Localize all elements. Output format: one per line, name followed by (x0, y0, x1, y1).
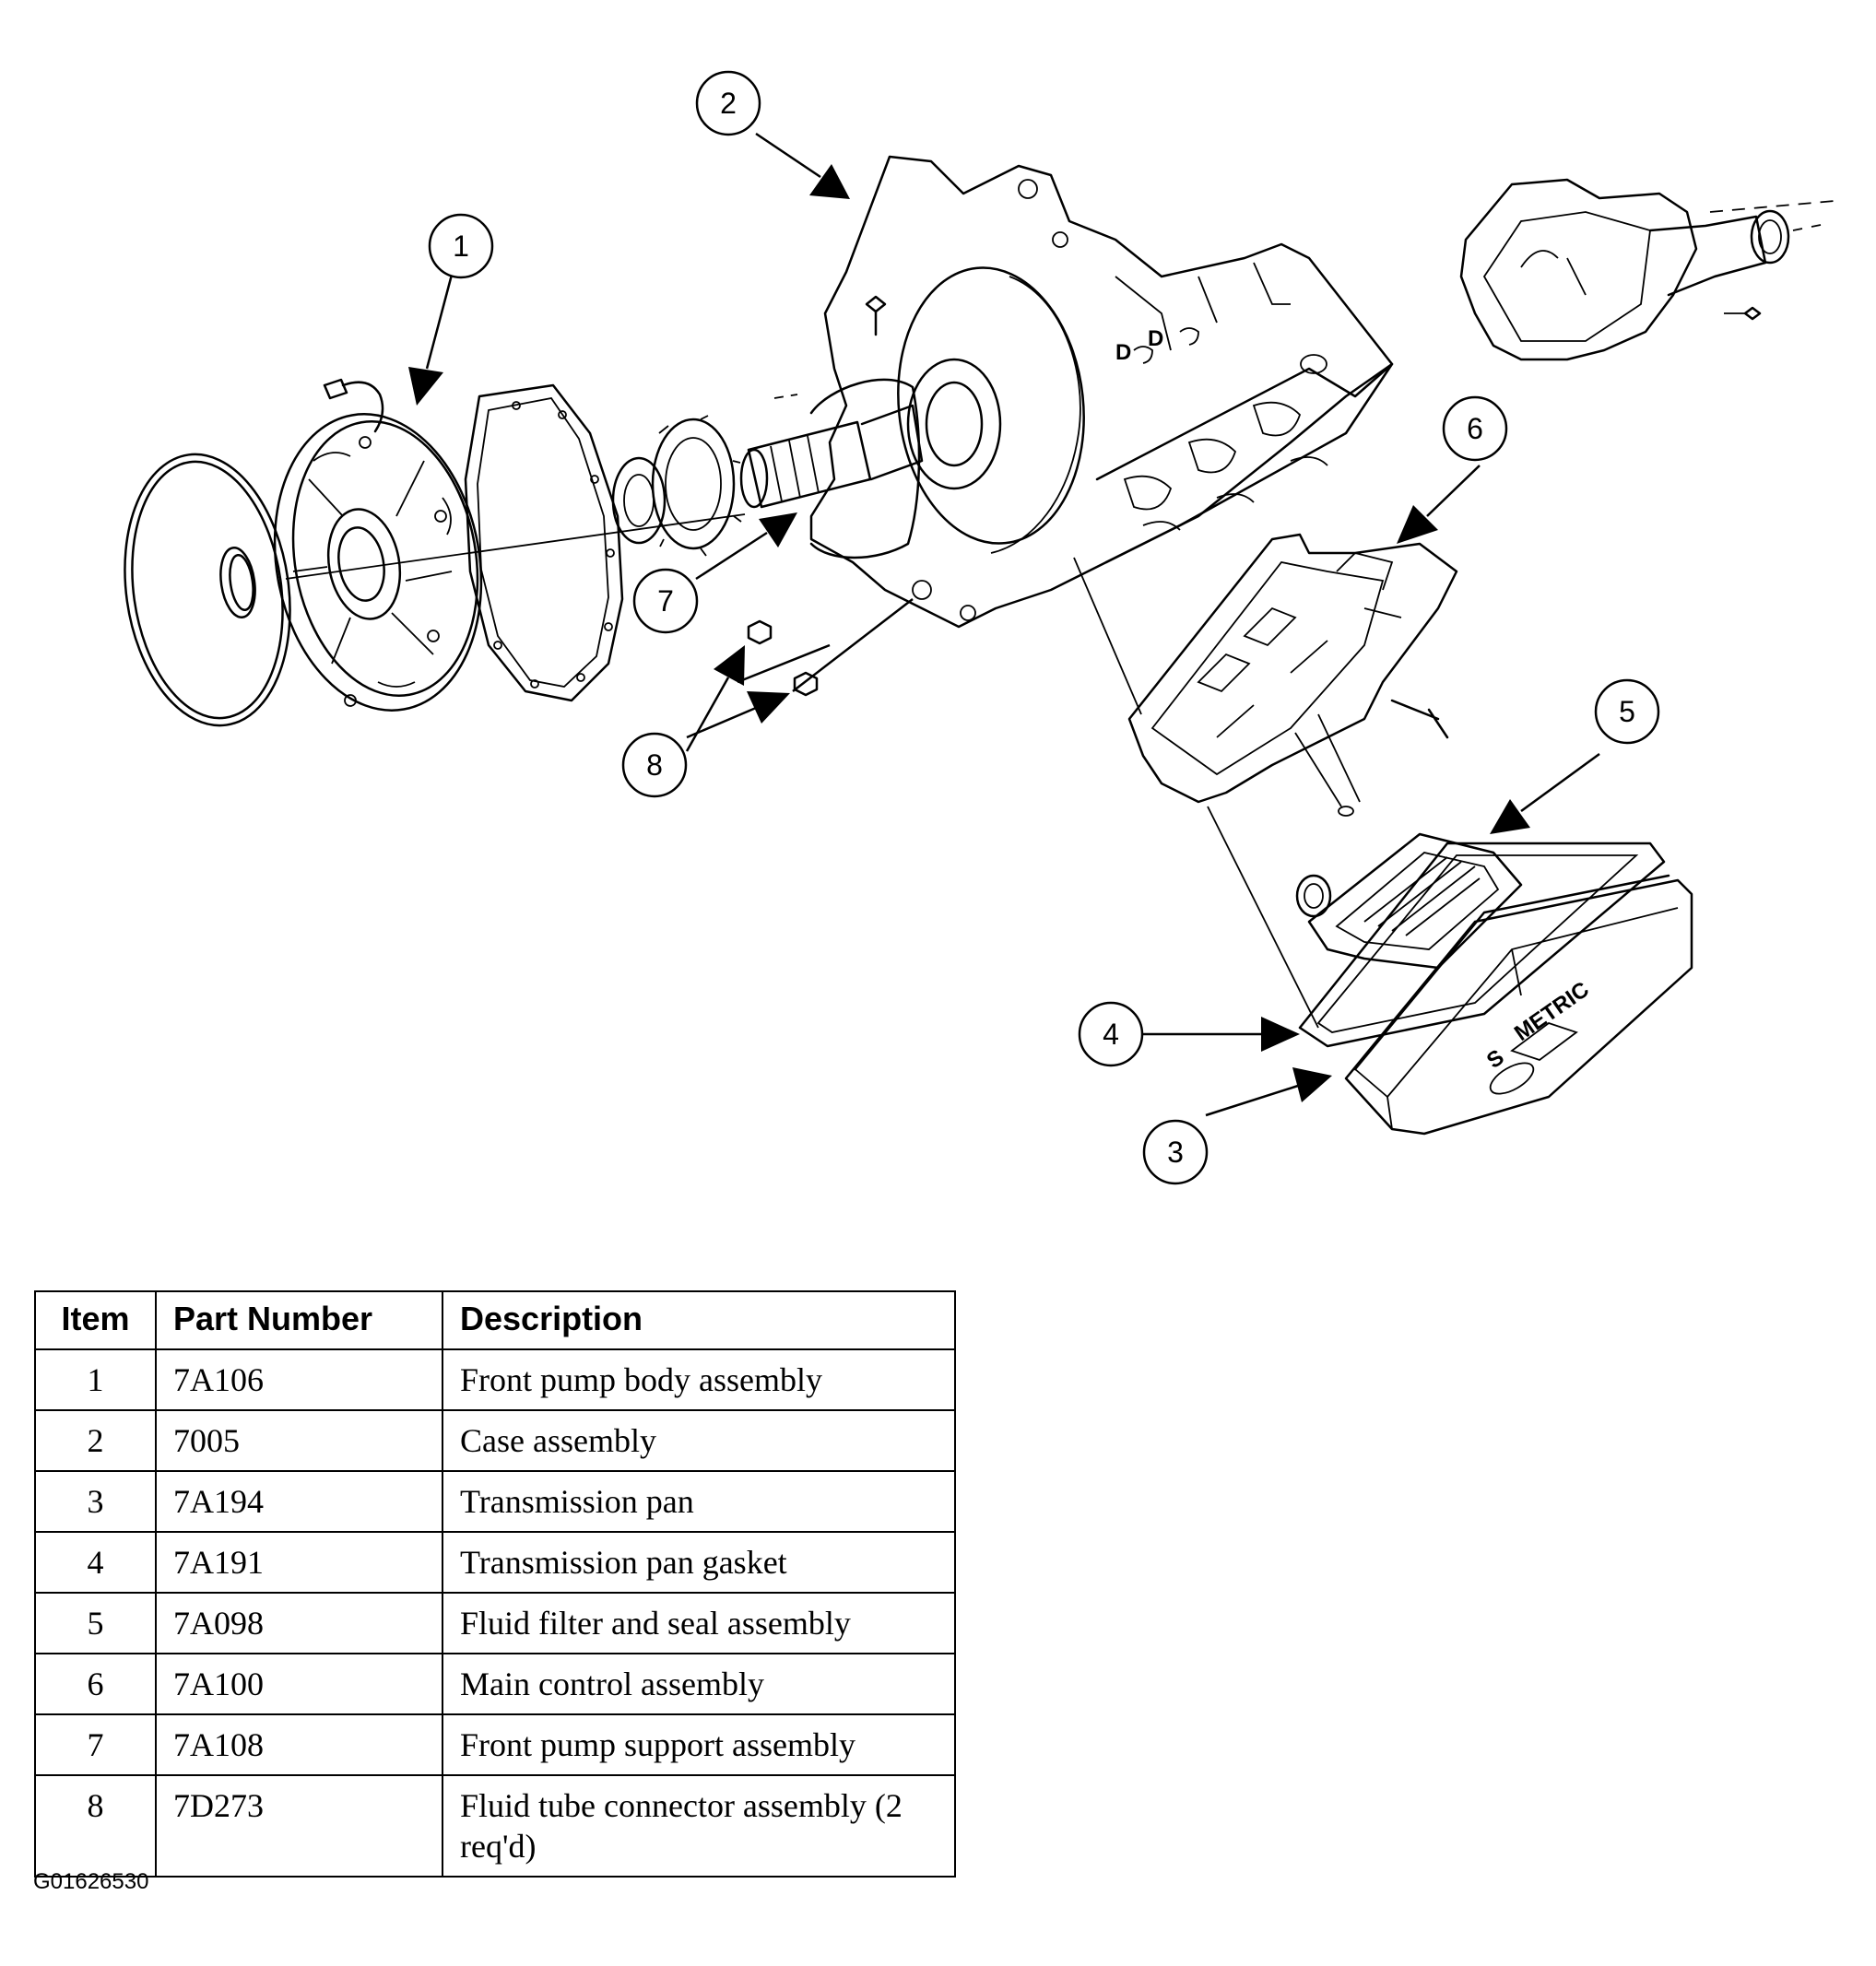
header-description: Description (442, 1290, 956, 1350)
callout-8: 8 (621, 732, 688, 798)
cell-item: 8 (34, 1774, 157, 1878)
cell-description: Case assembly (442, 1409, 956, 1472)
header-item: Item (34, 1290, 157, 1350)
cell-item: 1 (34, 1348, 157, 1411)
cell-description: Transmission pan gasket (442, 1531, 956, 1594)
front-pump-body (273, 413, 483, 712)
table-header-row: Item Part Number Description (34, 1290, 956, 1350)
callout-5: 5 (1594, 678, 1660, 745)
callout-1-label: 1 (453, 230, 469, 263)
cell-part-number: 7A191 (155, 1531, 443, 1594)
cell-description: Main control assembly (442, 1653, 956, 1715)
callout-3: 3 (1142, 1119, 1209, 1185)
svg-text:D: D (1148, 326, 1163, 351)
cell-item: 4 (34, 1531, 157, 1594)
table-row: 8 7D273 Fluid tube connector assembly (2… (34, 1774, 956, 1878)
cell-item: 5 (34, 1592, 157, 1654)
extension-housing (1459, 178, 1822, 361)
callout-7-label: 7 (657, 584, 674, 618)
callout-6: 6 (1442, 395, 1508, 462)
cell-item: 6 (34, 1653, 157, 1715)
cell-part-number: 7A108 (155, 1713, 443, 1776)
front-pump-support (739, 358, 1002, 559)
cell-part-number: 7A098 (155, 1592, 443, 1654)
pump-bolt (323, 378, 384, 433)
cell-description: Fluid tube connector assembly (2 req'd) (442, 1774, 956, 1878)
cell-part-number: 7A100 (155, 1653, 443, 1715)
cell-part-number: 7A106 (155, 1348, 443, 1411)
table-row: 7 7A108 Front pump support assembly (34, 1713, 956, 1776)
table-row: 1 7A106 Front pump body assembly (34, 1348, 956, 1411)
table-row: 5 7A098 Fluid filter and seal assembly (34, 1592, 956, 1654)
pump-gasket (464, 383, 624, 702)
cell-description: Fluid filter and seal assembly (442, 1592, 956, 1654)
case-bolt (865, 295, 887, 336)
cell-description: Transmission pan (442, 1470, 956, 1533)
callout-3-label: 3 (1167, 1136, 1184, 1169)
pan-gasket (1298, 842, 1666, 1048)
callout-7: 7 (632, 568, 699, 634)
parts-illustration: D D (124, 155, 1835, 1136)
main-control-assembly (1127, 533, 1458, 817)
callout-2-label: 2 (720, 87, 737, 120)
transmission-case: D D (809, 155, 1394, 629)
figure-code: G01626530 (33, 1869, 149, 1894)
cell-description: Front pump support assembly (442, 1713, 956, 1776)
callout-4-label: 4 (1103, 1018, 1119, 1051)
transmission-pan: METRIC S (1344, 874, 1693, 1136)
callout-5-label: 5 (1619, 695, 1635, 728)
table-row: 2 7005 Case assembly (34, 1409, 956, 1472)
o-ring-seal (124, 453, 291, 727)
pump-gears (611, 415, 742, 557)
table-row: 3 7A194 Transmission pan (34, 1470, 956, 1533)
cell-part-number: 7D273 (155, 1774, 443, 1878)
fluid-filter (1295, 832, 1523, 970)
cell-part-number: 7A194 (155, 1470, 443, 1533)
callout-8-label: 8 (646, 748, 663, 782)
assembly-centerlines (285, 200, 1835, 1029)
pan-embossing-metric: METRIC (1510, 977, 1594, 1046)
callout-4: 4 (1078, 1001, 1144, 1067)
leader-lines (408, 132, 1600, 1117)
callout-6-label: 6 (1467, 412, 1483, 445)
table-row: 6 7A100 Main control assembly (34, 1653, 956, 1715)
exploded-view-diagram: D D (124, 70, 1835, 1185)
cell-item: 3 (34, 1470, 157, 1533)
svg-text:D: D (1115, 340, 1131, 365)
lip-seal (219, 547, 256, 618)
callout-2: 2 (695, 70, 761, 136)
parts-table: Item Part Number Description 1 7A106 Fro… (34, 1290, 956, 1878)
cell-part-number: 7005 (155, 1409, 443, 1472)
cell-description: Front pump body assembly (442, 1348, 956, 1411)
fluid-tube-connectors (747, 619, 819, 697)
callout-1: 1 (428, 213, 494, 279)
table-row: 4 7A191 Transmission pan gasket (34, 1531, 956, 1594)
header-part-number: Part Number (155, 1290, 443, 1350)
cell-item: 7 (34, 1713, 157, 1776)
cell-item: 2 (34, 1409, 157, 1472)
